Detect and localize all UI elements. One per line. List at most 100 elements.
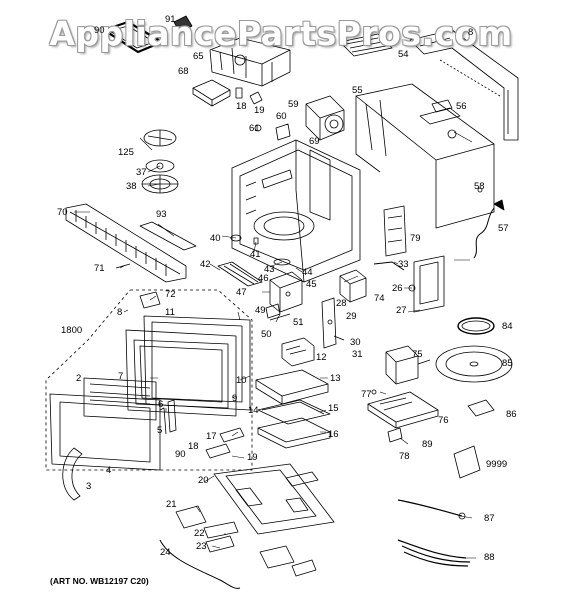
part-13-tray	[255, 369, 329, 405]
callout-87: 87	[484, 513, 495, 524]
callout-74: 74	[374, 293, 385, 304]
callout-79: 79	[410, 233, 421, 244]
callout-50: 50	[261, 329, 272, 340]
part-12-control-board	[281, 337, 315, 367]
callout-45: 45	[306, 279, 317, 290]
callout-18-lower: 18	[188, 441, 199, 452]
callout-3: 3	[86, 481, 92, 492]
callout-28: 28	[336, 298, 347, 309]
callout-22: 22	[194, 528, 205, 539]
callout-13: 13	[330, 373, 341, 384]
part-29-31-latch	[321, 297, 345, 349]
callout-71: 71	[94, 263, 105, 274]
part-76-base-plate	[367, 389, 439, 443]
callout-84: 84	[502, 321, 513, 332]
callout-40: 40	[210, 233, 221, 244]
part-72-hinge	[139, 291, 161, 309]
callout-24: 24	[160, 547, 171, 558]
part-84-roller-ring	[457, 317, 495, 335]
part-24-wire	[159, 539, 241, 589]
callout-65: 65	[193, 51, 204, 62]
callout-55: 55	[352, 85, 363, 96]
callout-30: 30	[350, 337, 361, 348]
callout-10: 10	[236, 375, 247, 386]
part-70-vent-grille	[65, 203, 187, 283]
part-8-mounting-plate	[409, 29, 519, 141]
part-60-61-sensors	[254, 123, 291, 141]
part-3-handle	[62, 447, 83, 501]
part-26-27-switch-plate	[408, 255, 445, 313]
part-5-6-latch-hooks	[159, 399, 177, 435]
callout-85: 85	[502, 358, 513, 369]
callout-15: 15	[328, 403, 339, 414]
part-88-harness	[397, 539, 471, 567]
callout-47: 47	[236, 287, 247, 298]
callout-20: 20	[198, 475, 209, 486]
callout-90-lower: 90	[175, 449, 186, 460]
part-71-screw	[115, 263, 131, 269]
callout-125: 125	[118, 147, 134, 158]
callout-56: 56	[456, 101, 467, 112]
part-58-cabinet-shell	[355, 83, 495, 229]
callout-51: 51	[293, 317, 304, 328]
part-85-glass-tray	[435, 345, 513, 383]
part-33-wire	[373, 261, 405, 271]
callout-68: 68	[178, 66, 189, 77]
callout-9999: 9999	[486, 459, 508, 470]
callout-78: 78	[399, 451, 410, 462]
part-59-magnetron	[305, 95, 345, 141]
callout-43: 43	[264, 264, 275, 275]
callout-72: 72	[165, 289, 176, 300]
callout-76: 76	[438, 415, 449, 426]
callout-26: 26	[392, 283, 403, 294]
callout-11: 11	[165, 307, 175, 318]
part-65-fan-assembly	[209, 37, 291, 87]
part-57-power-cord	[473, 199, 505, 259]
callout-33: 33	[398, 259, 409, 270]
callout-88: 88	[484, 552, 495, 563]
callout-77: 77	[361, 389, 372, 400]
callout-86: 86	[506, 409, 517, 420]
part-14-15-16-panels	[257, 399, 331, 449]
callout-6: 6	[158, 399, 164, 410]
callout-90: 90	[94, 25, 105, 36]
part-9-inner-door	[125, 329, 237, 417]
callout-44: 44	[302, 267, 313, 278]
callout-38: 38	[126, 181, 137, 192]
callout-4: 4	[106, 465, 112, 476]
callout-70: 70	[57, 207, 68, 218]
callout-16: 16	[328, 429, 339, 440]
part-86-label	[467, 399, 495, 417]
art-number: (ART NO. WB12197 C20)	[50, 576, 149, 586]
callout-93: 93	[156, 209, 167, 220]
part-125-37-38-turntable-drive	[141, 129, 179, 194]
callout-31: 31	[352, 349, 363, 360]
callout-19: 19	[254, 105, 265, 116]
callout-18: 18	[236, 101, 247, 112]
part-54-duct	[339, 33, 393, 57]
part-40-43-parts	[217, 234, 291, 287]
callout-8: 8	[468, 27, 474, 38]
callout-57: 57	[498, 223, 509, 234]
callout-17: 17	[206, 431, 217, 442]
callout-7: 7	[118, 371, 124, 382]
part-21-22-23-lamp-covers	[175, 505, 317, 577]
callout-29: 29	[346, 311, 357, 322]
callout-37: 37	[136, 167, 147, 178]
callout-91: 91	[165, 14, 176, 25]
oven-cavity	[231, 139, 361, 283]
callout-12: 12	[316, 352, 327, 363]
callout-8-door: 8	[117, 307, 123, 318]
part-91-vent	[173, 15, 193, 34]
callout-23: 23	[196, 541, 207, 552]
callout-59: 59	[288, 99, 299, 110]
part-30-75-hv-transformer	[385, 345, 431, 385]
callout-41: 41	[250, 249, 261, 260]
part-9999-manual	[453, 445, 481, 479]
part-28-transformer	[339, 269, 367, 303]
callout-27: 27	[396, 305, 407, 316]
callout-9: 9	[232, 393, 238, 404]
callout-60: 60	[276, 111, 287, 122]
